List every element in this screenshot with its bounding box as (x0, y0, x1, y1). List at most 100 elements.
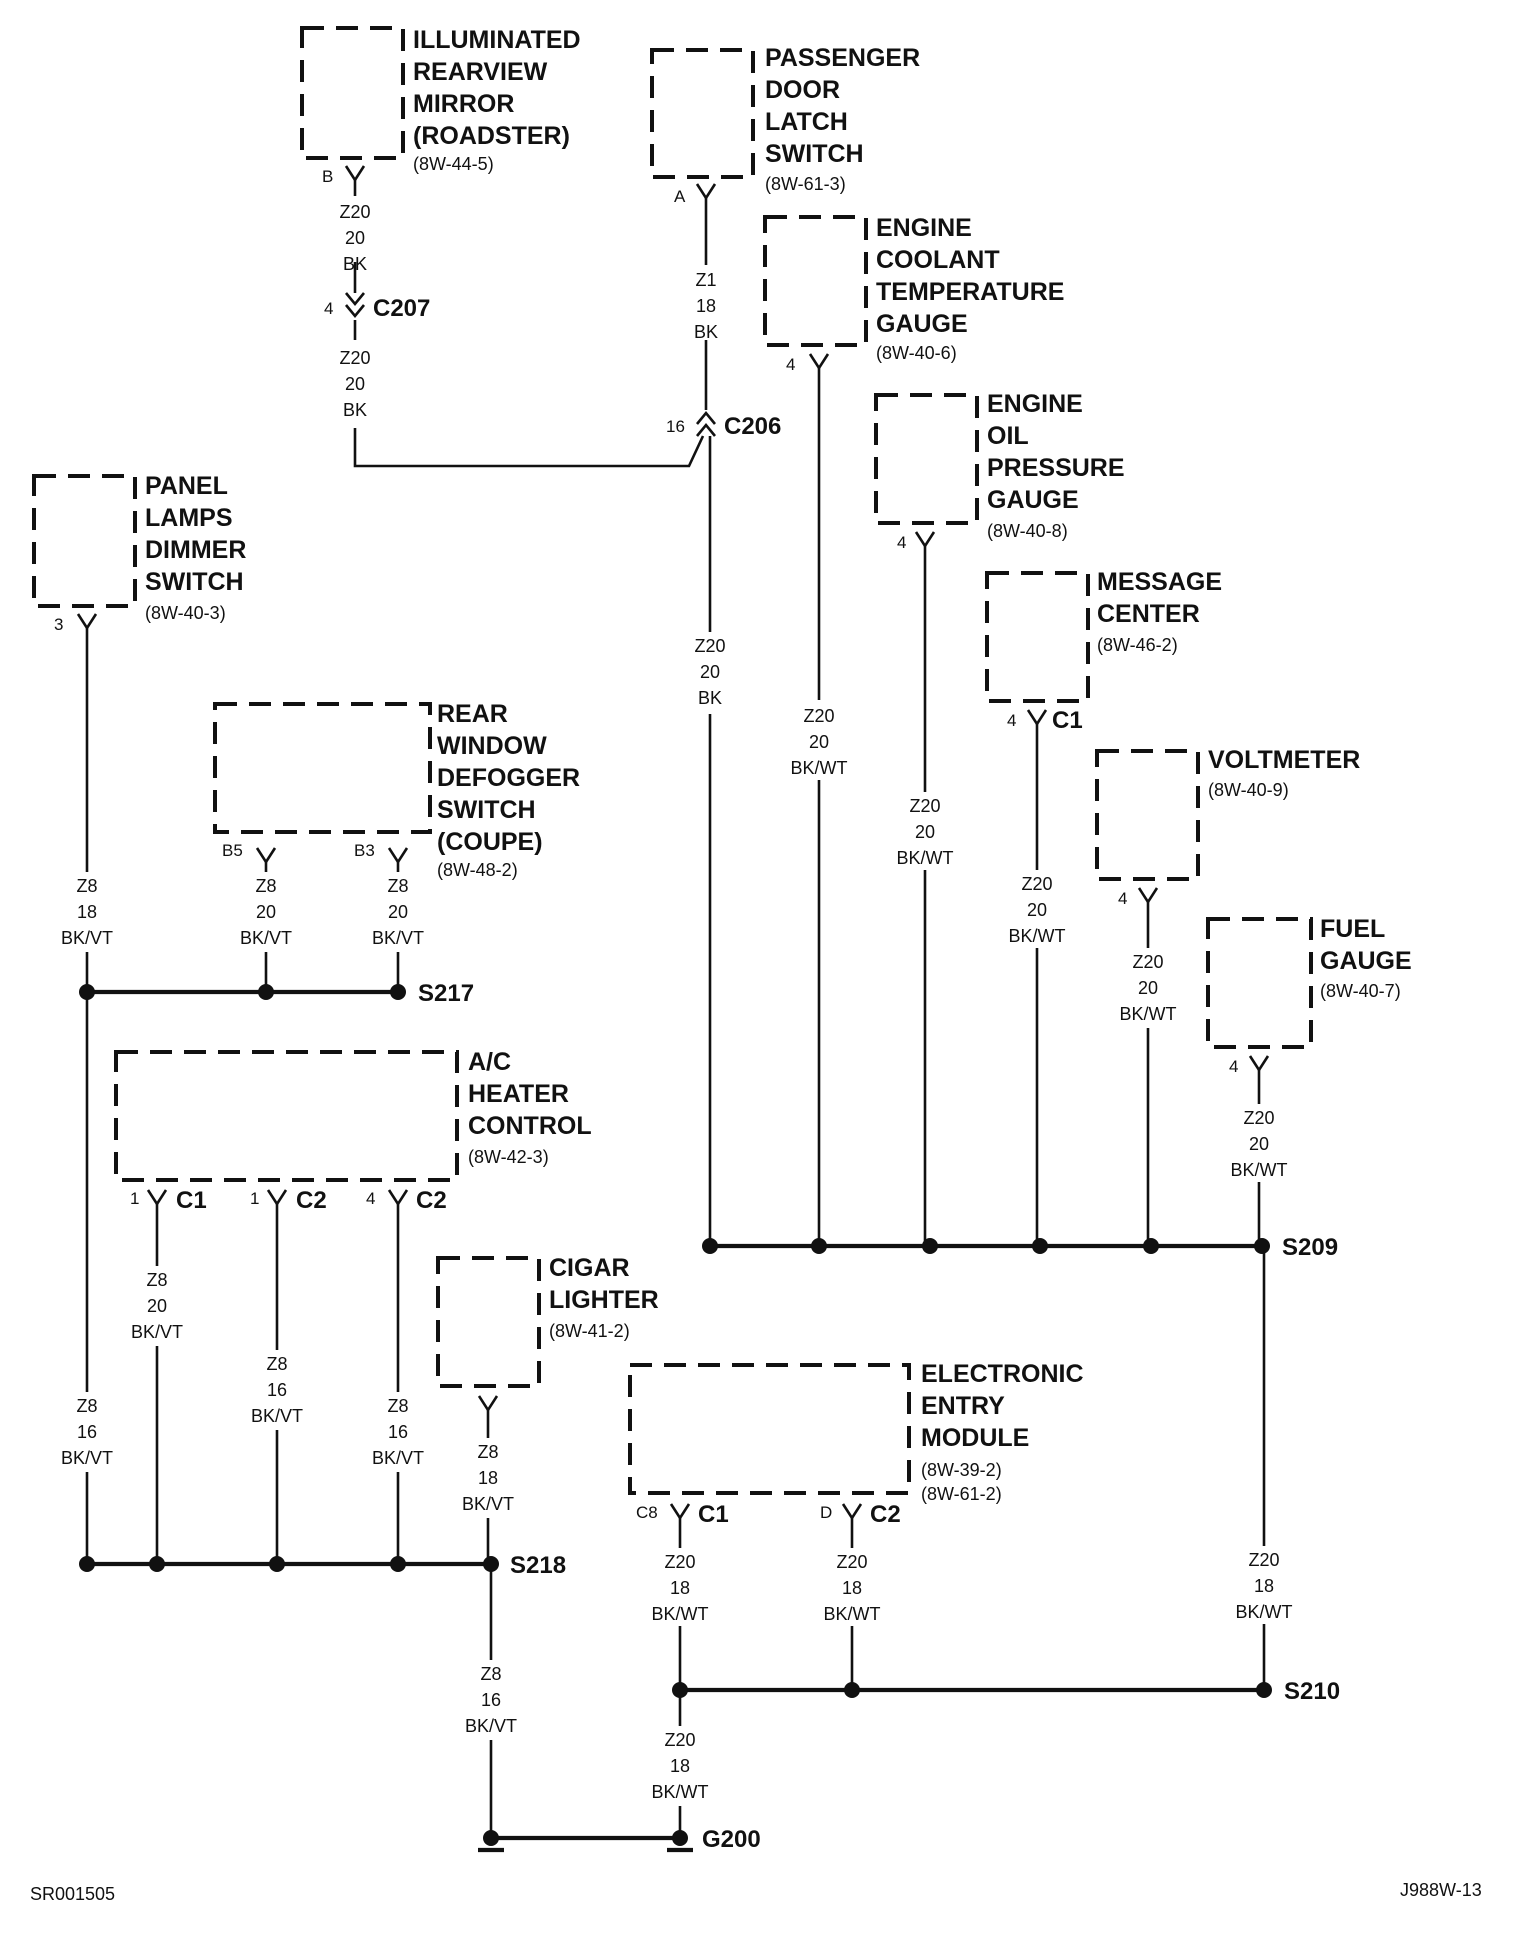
splice-dot (844, 1682, 860, 1698)
pin-entry-d: D (820, 1503, 832, 1522)
pin-defog-b5: B5 (222, 841, 243, 860)
splice-dot (79, 1556, 95, 1572)
voltmeter-box (1095, 749, 1200, 881)
pin-c207: 4 (324, 299, 333, 318)
connector-voltmeter (1137, 887, 1159, 905)
splice-s218-label: S218 (510, 1552, 566, 1579)
splice-dot (258, 984, 274, 1000)
message-c1-label: C1 (1052, 707, 1083, 734)
oil-box (874, 393, 979, 525)
entry-box (628, 1363, 911, 1495)
connector-entry-c2 (841, 1503, 863, 1521)
mirror-box (300, 26, 405, 160)
connector-symbols (76, 165, 1270, 1521)
pin-labels: B 4 A 16 4 4 4 4 4 3 B5 B3 1 1 4 C8 D (54, 167, 1238, 1522)
cigar-ref: (8W-41-2) (549, 1321, 630, 1341)
connector-c206-bottom (695, 422, 717, 437)
pin-heater-c2a: 1 (250, 1189, 259, 1208)
splice-s217-label: S217 (418, 980, 474, 1007)
connector-coolant (808, 353, 830, 371)
splice-dots (79, 984, 1272, 1853)
diagram-code-left: SR001505 (30, 1884, 115, 1904)
splice-dot (483, 1556, 499, 1572)
coolant-ref: (8W-40-6) (876, 343, 957, 363)
connector-fuel (1248, 1055, 1270, 1073)
connector-c206-top (695, 410, 717, 425)
connector-entry-c1 (669, 1503, 691, 1521)
defogger-ref: (8W-48-2) (437, 860, 518, 880)
splice-dot (811, 1238, 827, 1254)
pin-voltmeter: 4 (1118, 889, 1127, 908)
connector-defog-b3 (387, 847, 409, 865)
connector-cigar (477, 1395, 499, 1413)
fuel-ref: (8W-40-7) (1320, 981, 1401, 1001)
entry-ref-2: (8W-61-2) (921, 1484, 1002, 1504)
pin-message: 4 (1007, 711, 1016, 730)
coolant-box (763, 215, 868, 347)
c206-label: C206 (724, 413, 781, 440)
splice-dot (672, 1682, 688, 1698)
pin-c206: 16 (666, 417, 685, 436)
splice-labels: S217 S209 S218 S210 G200 (418, 980, 1340, 1853)
pin-heater-c1: 1 (130, 1189, 139, 1208)
connector-dimmer (76, 613, 98, 631)
pin-dimmer: 3 (54, 615, 63, 634)
dimmer-box (32, 474, 137, 608)
pin-coolant: 4 (786, 355, 795, 374)
heater-ref: (8W-42-3) (468, 1147, 549, 1167)
bus-lines (87, 989, 1264, 1841)
splice-dot (149, 1556, 165, 1572)
ground-dot (483, 1830, 499, 1846)
heater-box (114, 1050, 459, 1182)
fuel-box (1206, 917, 1313, 1049)
splice-dot (269, 1556, 285, 1572)
pin-entry-c8: C8 (636, 1503, 658, 1522)
door-latch-ref: (8W-61-3) (765, 174, 846, 194)
pin-door-latch: A (674, 187, 686, 206)
cigar-box (436, 1256, 541, 1388)
entry-c1-label: C1 (698, 1501, 729, 1528)
splice-dot (1256, 1682, 1272, 1698)
heater-c2b-label: C2 (416, 1187, 447, 1214)
pin-heater-c2b: 4 (366, 1189, 375, 1208)
splice-dot (1032, 1238, 1048, 1254)
component-boxes (32, 26, 1313, 1495)
entry-ref-1: (8W-39-2) (921, 1460, 1002, 1480)
voltmeter-ref: (8W-40-9) (1208, 780, 1289, 800)
connector-door-latch (695, 183, 717, 201)
message-ref: (8W-46-2) (1097, 635, 1178, 655)
dimmer-ref: (8W-40-3) (145, 603, 226, 623)
entry-c2-label: C2 (870, 1501, 901, 1528)
connector-defog-b5 (255, 847, 277, 865)
ground-dot (672, 1830, 688, 1846)
connector-c207-bottom (344, 304, 366, 319)
pin-mirror: B (322, 167, 333, 186)
connector-names: C207 C206 C1 C1 C2 C2 C1 C2 (176, 295, 1083, 1528)
ground-g200-label: G200 (702, 1826, 761, 1853)
